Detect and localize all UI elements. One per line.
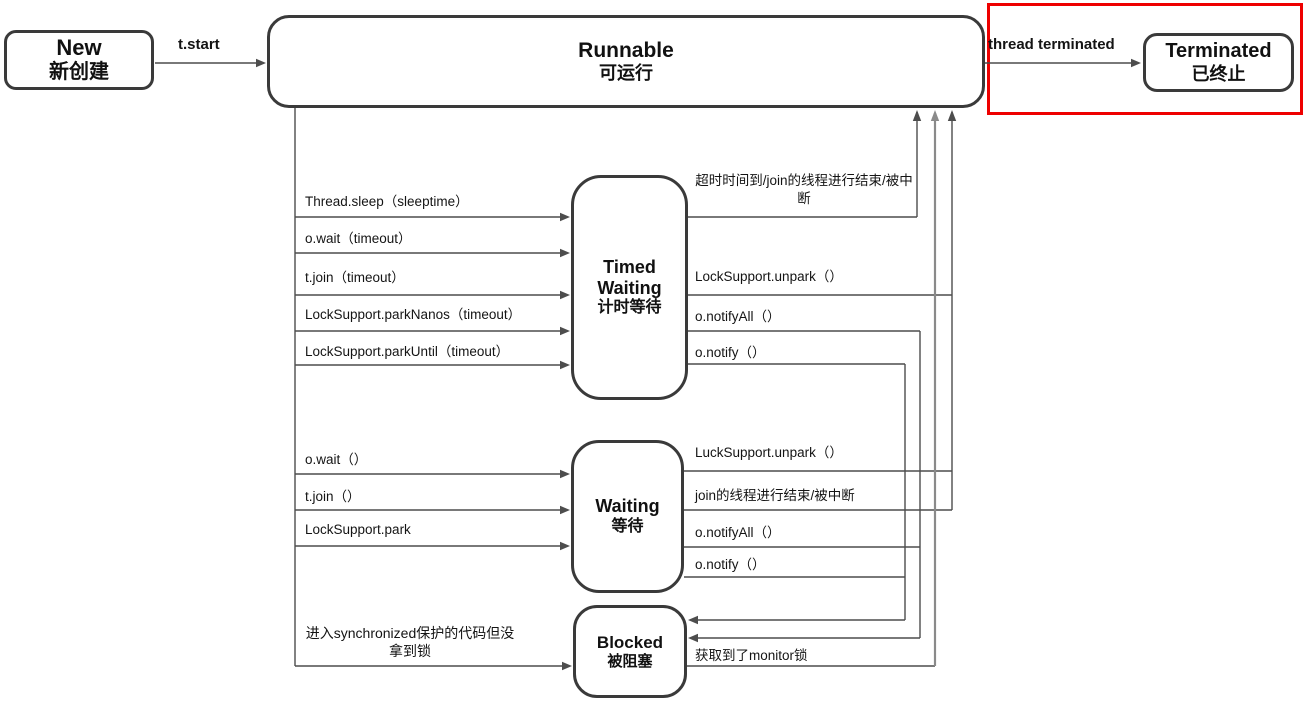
label-parkuntil: LockSupport.parkUntil（timeout） bbox=[305, 344, 510, 359]
label-notify-timed: o.notify（） bbox=[695, 345, 766, 360]
state-title-timed-waiting: Timed Waiting bbox=[597, 256, 662, 299]
label-notifyall-waiting: o.notifyAll（） bbox=[695, 525, 781, 540]
label-notifyall-timed: o.notifyAll（） bbox=[695, 309, 781, 324]
label-join-end: join的线程进行结束/被中断 bbox=[695, 488, 855, 503]
label-timeout-return: 超时时间到/join的线程进行结束/被中断 bbox=[695, 173, 913, 206]
label-owait-timeout: o.wait（timeout） bbox=[305, 231, 412, 246]
label-owait: o.wait（） bbox=[305, 452, 368, 467]
state-subtitle-runnable: 可运行 bbox=[599, 63, 653, 84]
label-tjoin: t.join（） bbox=[305, 489, 361, 504]
state-box-waiting: Waiting 等待 bbox=[571, 440, 684, 593]
label-unpark-timed: LockSupport.unpark（） bbox=[695, 269, 843, 284]
label-notify-waiting: o.notify（） bbox=[695, 557, 766, 572]
state-title-new: New bbox=[56, 35, 102, 61]
state-box-new: New 新创建 bbox=[4, 30, 154, 90]
state-subtitle-timed-waiting: 计时等待 bbox=[597, 299, 662, 317]
state-title-blocked: Blocked bbox=[596, 632, 664, 652]
label-unpark-waiting: LuckSupport.unpark（） bbox=[695, 445, 843, 460]
state-title-runnable: Runnable bbox=[578, 38, 674, 62]
state-box-terminated: Terminated 已终止 bbox=[1143, 33, 1294, 92]
label-t-start: t.start bbox=[178, 36, 220, 53]
state-box-blocked: Blocked 被阻塞 bbox=[573, 605, 687, 698]
state-subtitle-waiting: 等待 bbox=[611, 517, 644, 535]
label-got-monitor-lock: 获取到了monitor锁 bbox=[695, 648, 808, 663]
terminated-highlight-rect bbox=[987, 3, 1303, 115]
label-locksupport-park: LockSupport.park bbox=[305, 522, 411, 537]
state-subtitle-blocked: 被阻塞 bbox=[607, 652, 653, 670]
label-enter-synchronized: 进入synchronized保护的代码但没拿到锁 bbox=[305, 625, 515, 660]
label-thread-sleep: Thread.sleep（sleeptime） bbox=[305, 194, 469, 209]
state-title-terminated: Terminated bbox=[1165, 40, 1272, 63]
label-thread-terminated: thread terminated bbox=[988, 36, 1115, 53]
label-tjoin-timeout: t.join（timeout） bbox=[305, 270, 405, 285]
state-title-waiting: Waiting bbox=[595, 496, 660, 517]
state-box-runnable: Runnable 可运行 bbox=[267, 15, 985, 108]
label-parknanos: LockSupport.parkNanos（timeout） bbox=[305, 307, 522, 322]
state-box-timed-waiting: Timed Waiting 计时等待 bbox=[571, 175, 688, 400]
state-subtitle-terminated: 已终止 bbox=[1191, 63, 1246, 84]
state-subtitle-new: 新创建 bbox=[49, 61, 109, 84]
